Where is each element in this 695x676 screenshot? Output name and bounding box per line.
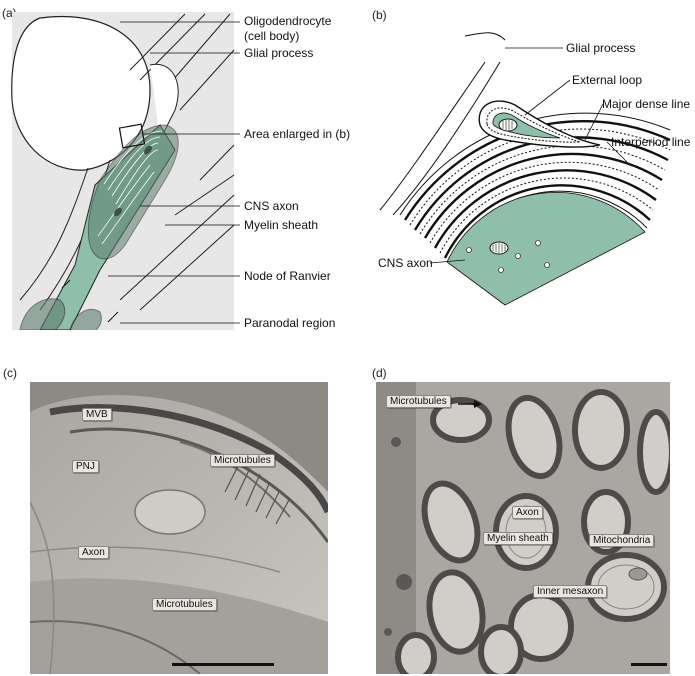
tag-microtubules-d: Microtubules	[386, 395, 451, 408]
panel-c-micrograph	[30, 382, 328, 674]
label-cns-axon-b: CNS axon	[378, 256, 433, 270]
label-major-dense-line: Major dense line	[602, 97, 691, 111]
label-area-enlarged: Area enlarged in (b)	[244, 127, 351, 141]
tag-mvb: MVB	[82, 408, 112, 421]
panel-d-letter: (d)	[372, 366, 387, 380]
tag-myelin-sheath-d: Myelin sheath	[483, 532, 553, 545]
microtubules-arrow-icon	[458, 400, 482, 408]
tag-inner-mesaxon: Inner mesaxon	[533, 585, 608, 598]
label-paranodal-region: Paranodal region	[244, 316, 336, 330]
panel-b-letter: (b)	[372, 8, 387, 22]
tag-mitochondria: Mitochondria	[589, 534, 655, 547]
panel-d-micrograph	[376, 382, 670, 674]
panel-c-letter: (c)	[3, 366, 17, 380]
label-glial-process-a: Glial process	[244, 46, 314, 60]
label-glial-process-b: Glial process	[566, 41, 636, 55]
tag-axon-c: Axon	[78, 546, 109, 559]
label-myelin-sheath-a: Myelin sheath	[244, 218, 319, 232]
panel-d-em-image	[376, 382, 670, 674]
tag-microtubules-bottom: Microtubules	[152, 598, 217, 611]
label-node-of-ranvier: Node of Ranvier	[244, 269, 331, 283]
panel-b-illustration	[379, 32, 671, 306]
tag-microtubules-top: Microtubules	[210, 454, 275, 467]
label-cell-body: (cell body)	[244, 29, 300, 43]
label-external-loop: External loop	[572, 73, 643, 87]
label-oligodendrocyte: Oligodendrocyte	[244, 14, 332, 28]
label-interperiod-line: Interperiod line	[611, 135, 691, 149]
panel-c-em-image	[30, 382, 328, 674]
tag-pnj: PNJ	[72, 460, 99, 473]
tag-axon-d: Axon	[512, 506, 543, 519]
label-cns-axon-a: CNS axon	[244, 199, 299, 213]
panel-a-illustration	[11, 12, 240, 330]
